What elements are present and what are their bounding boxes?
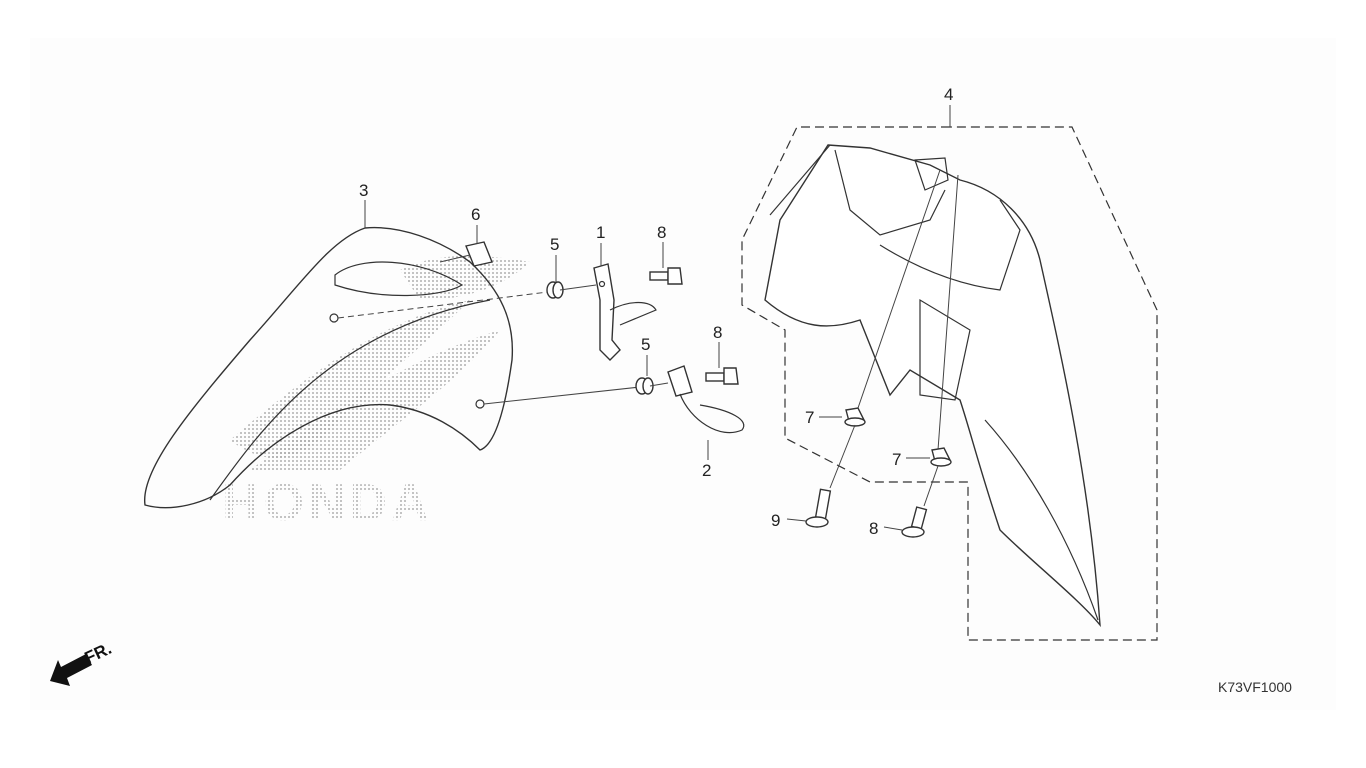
bolt-upper[interactable] xyxy=(649,267,683,285)
callout-8-middle: 8 xyxy=(713,323,722,342)
callout-1: 1 xyxy=(596,223,605,242)
callout-8-lower: 8 xyxy=(869,519,878,538)
honda-logo-watermark: HONDA xyxy=(222,255,530,532)
callout-5-upper: 5 xyxy=(550,235,559,254)
callout-8-upper: 8 xyxy=(657,223,666,242)
cable-clip[interactable] xyxy=(649,365,745,434)
honda-watermark-text: HONDA xyxy=(222,474,433,532)
bolt-middle[interactable] xyxy=(705,367,739,385)
nut-right[interactable] xyxy=(930,447,952,467)
group-boundary xyxy=(741,126,1158,641)
bolt-long[interactable] xyxy=(805,424,856,528)
inner-fender[interactable] xyxy=(764,144,1101,628)
callout-2: 2 xyxy=(702,461,711,480)
front-direction-indicator: FR. xyxy=(50,639,115,686)
clip-nut[interactable] xyxy=(439,241,493,267)
nut-left[interactable] xyxy=(844,407,866,427)
callout-7-right: 7 xyxy=(892,450,901,469)
callout-6: 6 xyxy=(471,205,480,224)
bolt-lower[interactable] xyxy=(901,465,939,538)
callout-4: 4 xyxy=(944,85,953,104)
callout-5-lower: 5 xyxy=(641,335,650,354)
front-fender[interactable] xyxy=(144,226,514,509)
stay-bracket[interactable] xyxy=(559,263,657,361)
grommet-lower[interactable] xyxy=(635,377,654,395)
diagram-code: K73VF1000 xyxy=(1218,679,1292,695)
callout-9: 9 xyxy=(771,511,780,530)
callout-7-left: 7 xyxy=(805,408,814,427)
callout-3: 3 xyxy=(359,181,368,200)
front-arrow-icon xyxy=(50,654,92,686)
